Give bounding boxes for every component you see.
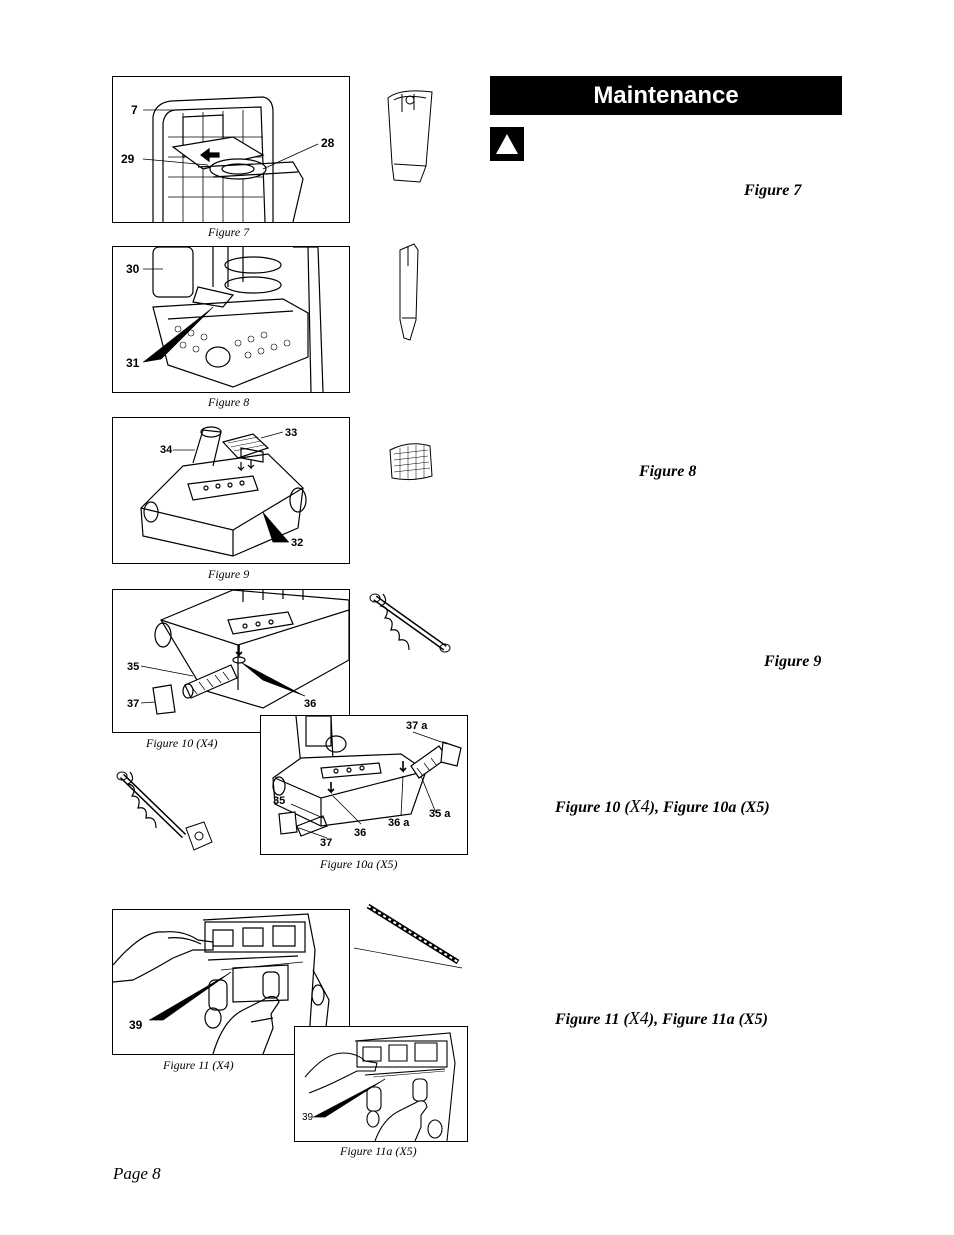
warning-triangle-icon — [490, 127, 524, 161]
callout: 30 — [126, 262, 140, 276]
figure-10a-caption: Figure 10a (X5) — [320, 857, 398, 871]
reference-text: Figure 11 ( — [555, 1011, 629, 1028]
brushroll-x5-illustration-svg — [116, 771, 213, 851]
callout: 37 — [127, 698, 140, 710]
figure-10-caption: Figure 10 (X4) — [146, 736, 218, 750]
callout: 7 — [131, 103, 138, 117]
exhaust-filter-illustration-svg — [389, 443, 433, 481]
filter-tube-illustration — [394, 240, 424, 346]
callout: 32 — [291, 537, 304, 549]
figure-8: 30 31 — [112, 246, 350, 393]
bag-illustration — [380, 86, 440, 186]
brushroll-illustration-svg — [369, 593, 451, 653]
callout: 31 — [126, 356, 140, 370]
callout: 35 — [273, 795, 286, 807]
callout: 35 — [127, 661, 140, 673]
figure-7: 7 28 29 — [112, 76, 350, 223]
reference-figure-9: Figure 9 — [764, 653, 822, 670]
callout: 36 — [304, 698, 317, 710]
figure-10: 35 37 36 — [112, 589, 350, 733]
reference-text: ), Figure 11a (X5) — [648, 1011, 768, 1028]
figure-9-illustration — [140, 426, 307, 557]
page-number: Page 8 — [113, 1164, 161, 1183]
reference-figure-7: Figure 7 — [744, 182, 802, 199]
figure-11a: 39 — [294, 1026, 468, 1142]
figure-10a: 37 a 35 36 a 35 a 36 37 — [260, 715, 468, 855]
reference-model: X4 — [629, 796, 650, 816]
brushroll-illustration — [365, 588, 455, 660]
figure-10-illustration — [140, 590, 349, 715]
reference-figure-8: Figure 8 — [639, 463, 697, 480]
figure-8-caption: Figure 8 — [208, 395, 250, 409]
edge-strip-illustration-svg — [353, 903, 463, 969]
brushroll-x5-illustration — [112, 766, 222, 858]
edge-strip-illustration — [352, 900, 464, 972]
reference-text: ), Figure 10a (X5) — [649, 799, 770, 816]
figure-7-illustration — [142, 96, 319, 222]
figure-11a-caption: Figure 11a (X5) — [340, 1144, 417, 1158]
callout: 39 — [129, 1018, 143, 1032]
figure-7-caption: Figure 7 — [208, 225, 250, 239]
figure-9-caption: Figure 9 — [208, 567, 250, 581]
figure-11-caption: Figure 11 (X4) — [163, 1058, 234, 1072]
callout: 35 a — [429, 808, 451, 820]
callout: 36 — [354, 827, 367, 839]
section-title: Maintenance — [593, 81, 739, 109]
exhaust-filter-illustration — [386, 440, 436, 484]
figure-11a-illustration — [304, 1032, 456, 1141]
reference-text: Figure 10 ( — [555, 799, 630, 816]
callout: 34 — [160, 444, 173, 456]
reference-figure-10: Figure 10 (X4), Figure 10a (X5) — [555, 796, 770, 817]
callout: 36 a — [388, 817, 410, 829]
callout: 28 — [321, 136, 335, 150]
figure-9: 33 34 32 — [112, 417, 350, 564]
callout: 39 — [302, 1112, 314, 1123]
callout: 37 — [320, 837, 333, 849]
bag-illustration-svg — [387, 90, 433, 183]
reference-model: X4 — [628, 1008, 649, 1028]
figure-8-illustration — [142, 247, 324, 392]
callout: 29 — [121, 152, 135, 166]
callout: 33 — [285, 427, 298, 439]
callout: 37 a — [406, 720, 428, 732]
section-header: Maintenance — [490, 76, 842, 115]
reference-figure-11: Figure 11 (X4), Figure 11a (X5) — [555, 1008, 768, 1029]
figure-11-illustration — [113, 913, 330, 1054]
figure-10a-illustration — [272, 716, 462, 839]
filter-tube-illustration-svg — [399, 243, 419, 341]
